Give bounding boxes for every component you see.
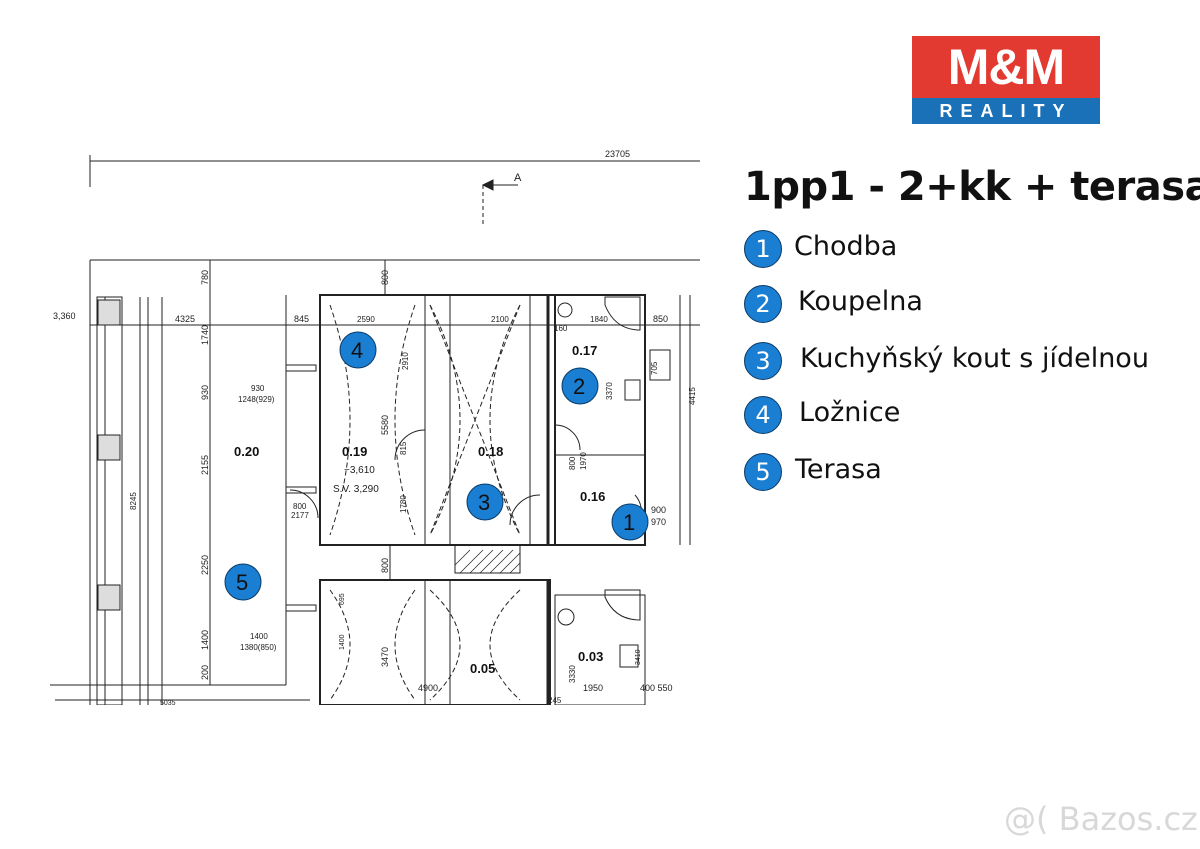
legend-label-chodba: Chodba xyxy=(794,231,898,262)
dim-1400-v: 1400 xyxy=(339,634,346,650)
room-018: 0.18 xyxy=(478,444,503,459)
legend-label-koupelna: Koupelna xyxy=(798,286,923,317)
marker-4-label: 4 xyxy=(351,338,363,363)
dim-245: 245 xyxy=(548,696,562,705)
logo-mm-text: M&M xyxy=(912,36,1100,98)
dim-total: 23705 xyxy=(605,149,630,159)
dim-850: 850 xyxy=(653,314,668,324)
room-003: 0.03 xyxy=(578,649,603,664)
dim-695: 695 xyxy=(339,593,346,605)
dim-705: 705 xyxy=(650,361,659,375)
dim-930-v: 930 xyxy=(200,385,210,400)
dim-1400: 1400 xyxy=(250,632,268,641)
marker-3 xyxy=(466,483,504,521)
room-005: 0.05 xyxy=(470,661,495,676)
legend-num-5: 5 xyxy=(744,453,782,491)
marker-2 xyxy=(561,367,599,405)
dim-2590: 2590 xyxy=(357,315,375,324)
dim-level-left: 3,360 xyxy=(53,311,76,321)
legend-label-loznice: Ložnice xyxy=(799,397,901,428)
legend-num-1: 1 xyxy=(744,230,782,268)
dim-800-top: 800 xyxy=(380,270,390,285)
dim-1380: 1380(850) xyxy=(240,643,277,652)
dim-1950: 1950 xyxy=(583,683,603,693)
dim-800-door: 800 xyxy=(293,502,307,511)
dim-3370: 3370 xyxy=(605,382,614,400)
dim-1400-left: 1400 xyxy=(200,630,210,650)
dim-900: 900 xyxy=(651,505,666,515)
page-title: 1pp1 - 2+kk + terasa xyxy=(744,164,1200,210)
dim-930: 930 xyxy=(251,384,265,393)
dim-815: 815 xyxy=(399,441,408,455)
dim-400-550: 400 550 xyxy=(640,683,673,693)
dim-4900: 4900 xyxy=(418,683,438,693)
marker-4 xyxy=(339,331,377,369)
marker-5-label: 5 xyxy=(236,570,248,595)
dim-2100: 2100 xyxy=(491,315,509,324)
legend-num-3: 3 xyxy=(744,342,782,380)
dim-800-1970: 800 xyxy=(568,456,577,470)
mm-reality-logo: M&M REALITY xyxy=(912,36,1100,124)
dim-1970: 1970 xyxy=(579,452,588,470)
dim-200: 200 xyxy=(200,665,210,680)
dim-970: 970 xyxy=(651,517,666,527)
room-020: 0.20 xyxy=(234,444,259,459)
dim-4325: 4325 xyxy=(175,314,195,324)
marker-1-label: 1 xyxy=(623,510,635,535)
level-019: −3,610 xyxy=(344,465,375,476)
legend-num-4: 4 xyxy=(744,396,782,434)
legend-num-2: 2 xyxy=(744,285,782,323)
dim-800-mid: 800 xyxy=(380,558,390,573)
dim-1780: 1780 xyxy=(399,495,408,513)
marker-1 xyxy=(611,503,649,541)
marker-2-label: 2 xyxy=(573,374,585,399)
dim-4415: 4415 xyxy=(688,387,697,405)
room-019: 0.19 xyxy=(342,444,367,459)
dim-3470: 3470 xyxy=(380,647,390,667)
dim-8245: 8245 xyxy=(129,492,138,510)
dim-845: 845 xyxy=(294,314,309,324)
room-017: 0.17 xyxy=(572,343,597,358)
marker-5 xyxy=(224,563,262,601)
floor-plan: 23705 A 780 800 3,360 4325 845 2590 2100… xyxy=(50,149,700,705)
level-sv: S.V. 3,290 xyxy=(333,484,379,495)
dim-1248: 1248(929) xyxy=(238,395,275,404)
legend-label-terasa: Terasa xyxy=(795,454,882,485)
dim-160: 160 xyxy=(554,324,568,333)
section-a-label: A xyxy=(514,172,522,184)
dim-1740: 1740 xyxy=(200,325,210,345)
dim-5580: 5580 xyxy=(380,415,390,435)
dim-780: 780 xyxy=(200,270,210,285)
legend-label-kuchynsky-kout: Kuchyňský kout s jídelnou xyxy=(800,343,1149,374)
dim-3330: 3330 xyxy=(568,665,577,683)
marker-3-label: 3 xyxy=(478,490,490,515)
room-016: 0.16 xyxy=(580,489,605,504)
dim-5035: 5035 xyxy=(160,700,176,705)
dim-2910: 2910 xyxy=(401,352,410,370)
dim-3410: 3410 xyxy=(635,649,642,665)
dim-2250: 2250 xyxy=(200,555,210,575)
bazos-watermark: @( Bazos.cz xyxy=(1004,800,1198,838)
dim-2177: 2177 xyxy=(291,511,309,520)
logo-reality-text: REALITY xyxy=(912,98,1100,124)
dim-1840: 1840 xyxy=(590,315,608,324)
dim-2155: 2155 xyxy=(200,455,210,475)
